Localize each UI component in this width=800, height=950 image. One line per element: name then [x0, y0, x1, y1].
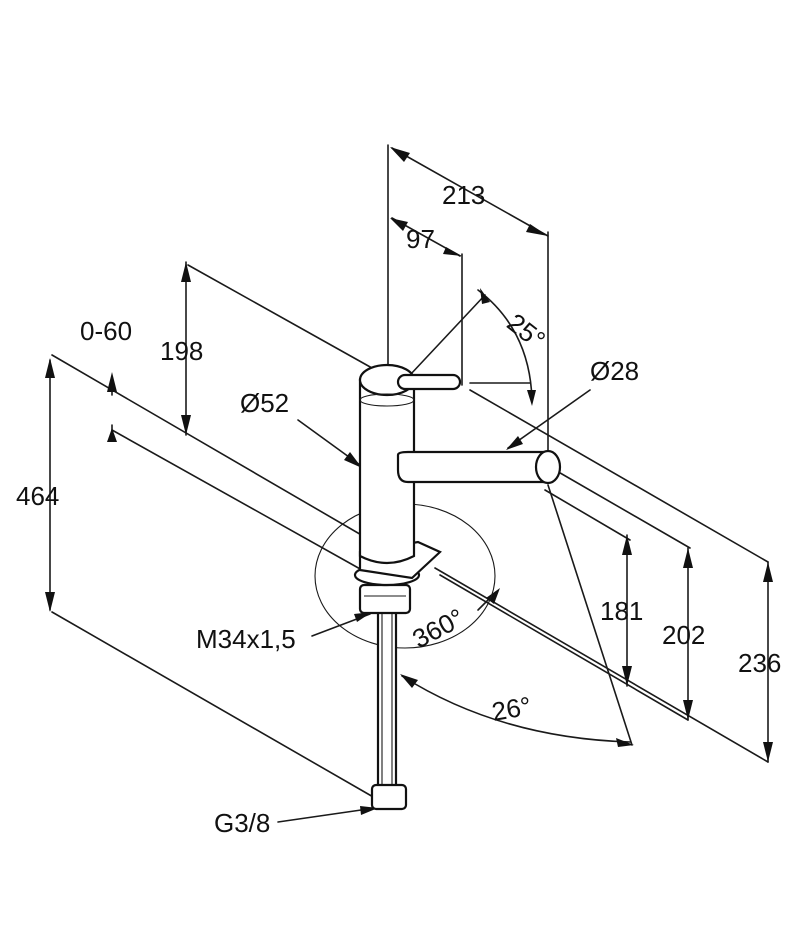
label-0-60: 0-60 [80, 316, 132, 346]
faucet [353, 363, 562, 811]
label-d52: Ø52 [240, 388, 289, 418]
arrow-heads [45, 147, 773, 815]
label-236: 236 [738, 648, 781, 678]
label-m34: M34x1,5 [196, 624, 296, 654]
label-26deg: 26° [489, 691, 533, 727]
label-213: 213 [442, 180, 485, 210]
label-360deg: 360° [407, 602, 469, 654]
label-d28: Ø28 [590, 356, 639, 386]
label-97: 97 [406, 224, 435, 254]
label-25deg: 25° [502, 307, 551, 355]
dimension-labels: 213 97 25° 0-60 198 Ø52 Ø28 464 360° M34… [16, 180, 781, 838]
label-464: 464 [16, 481, 59, 511]
label-g38: G3/8 [214, 808, 270, 838]
label-198: 198 [160, 336, 203, 366]
label-202: 202 [662, 620, 705, 650]
label-181: 181 [600, 596, 643, 626]
